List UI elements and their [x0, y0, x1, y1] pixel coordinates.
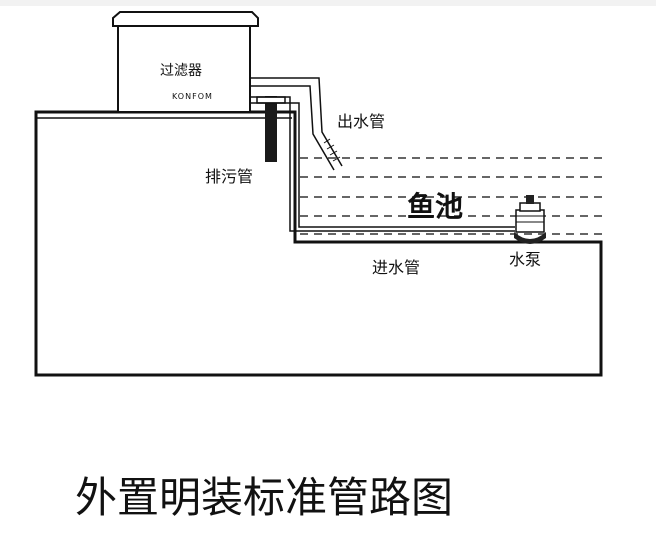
water-pump: [514, 195, 546, 244]
diagram-caption: 外置明装标准管路图: [75, 473, 454, 522]
ground-outline: [34, 110, 603, 377]
pond-label: 鱼池: [407, 190, 464, 223]
filter-label: 过滤器: [160, 63, 202, 79]
outlet-pipe-end: [323, 138, 341, 162]
outlet-pipe-label: 出水管: [337, 112, 386, 131]
outlet-pipe: [250, 77, 343, 171]
inlet-pipe: [250, 96, 515, 232]
inlet-pipe-label: 进水管: [372, 258, 421, 277]
water-lines: [300, 157, 603, 235]
filter-box: [112, 11, 259, 113]
top-strip: [0, 0, 656, 6]
drain-pipe-label: 排污管: [205, 167, 254, 186]
pump-label: 水泵: [509, 250, 542, 269]
drain-pipe: [256, 96, 286, 162]
filter-brand-label: KONFOM: [172, 92, 213, 101]
